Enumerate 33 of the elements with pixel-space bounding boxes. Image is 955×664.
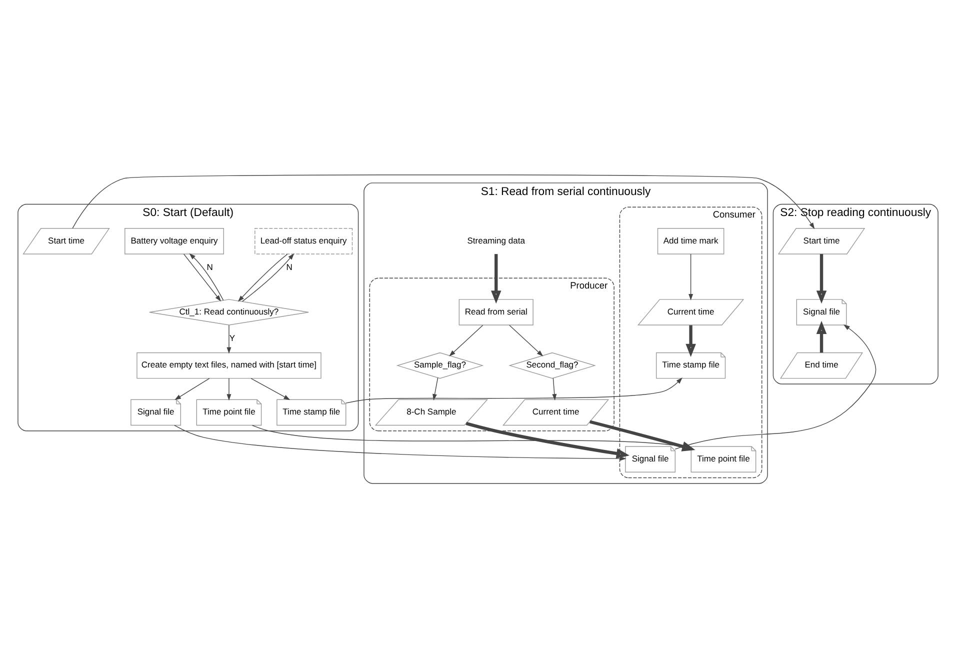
arrow [508,324,543,356]
node-diamond: Ctl_1: Read continuously? [148,299,308,326]
arrow [182,254,221,302]
arrow [552,378,556,400]
arrow [242,253,294,302]
node-diamond: Sample_flag? [396,352,484,379]
node-box: Lead-off status enquiry [254,228,352,254]
arrow [174,378,210,400]
arrow [174,424,626,461]
arrow [816,254,826,304]
arrow [226,324,231,354]
node-box: Read from serial [458,299,533,326]
arrow [188,253,224,301]
arrow [226,378,231,401]
node-box: Battery voltage enquiry [124,228,224,254]
arrow [448,324,483,356]
node-diamond: Second_flag? [508,352,596,379]
arrow [685,325,696,357]
arrow [72,174,814,230]
edge-label: N [286,262,292,272]
node-box: Add time mark [656,228,724,254]
arrow [432,377,438,400]
arrow [816,320,826,353]
arrow [688,254,693,300]
arrow [490,254,501,304]
node-box: Create empty text files, named with [start time] [136,352,321,379]
arrow [250,378,290,400]
node-text: Streaming data [466,235,524,246]
edge-label: N [206,262,212,272]
edge-label: Y [228,333,235,344]
arrow [465,422,629,459]
arrow [345,378,682,404]
arrow [237,254,288,302]
